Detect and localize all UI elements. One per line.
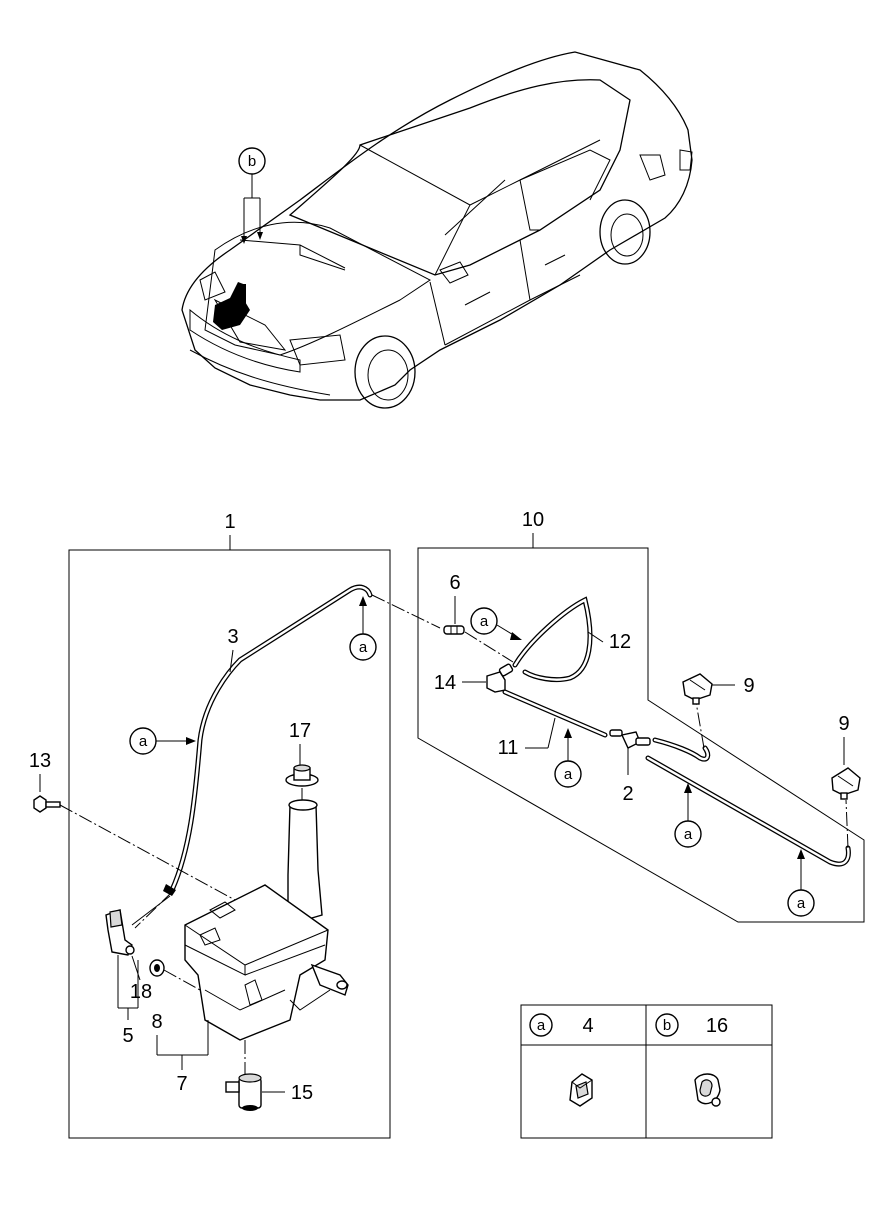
car-illustration: b bbox=[181, 51, 693, 409]
clip-legend-table: a 4 b 16 bbox=[520, 1004, 773, 1139]
clip-callout-letter: a bbox=[797, 895, 806, 912]
clip-4-icon bbox=[569, 1073, 593, 1107]
grommet-icon bbox=[149, 959, 165, 977]
label-part-2: 2 bbox=[622, 783, 633, 805]
level-sensor-icon bbox=[225, 1073, 262, 1111]
washer-motor-icon bbox=[105, 909, 135, 956]
label-part-18: 18 bbox=[130, 981, 152, 1003]
label-part-12: 12 bbox=[609, 631, 631, 653]
label-part-14: 14 bbox=[434, 672, 456, 694]
label-part-8: 8 bbox=[151, 1011, 162, 1033]
legend-letter-b: b bbox=[663, 1017, 671, 1034]
label-group-10: 10 bbox=[522, 509, 544, 531]
clip-callout-letter: a bbox=[359, 639, 368, 656]
legend-part-4: 4 bbox=[582, 1015, 593, 1037]
label-part-6: 6 bbox=[449, 572, 460, 594]
label-part-9-right: 9 bbox=[838, 713, 849, 735]
washer-nozzle-icon bbox=[682, 673, 713, 705]
label-part-7: 7 bbox=[176, 1073, 187, 1095]
label-group-1: 1 bbox=[224, 511, 235, 533]
joint-icon bbox=[609, 729, 651, 749]
washer-reservoir-icon bbox=[184, 799, 349, 1041]
car-callout-letter: b bbox=[248, 153, 256, 170]
connector-icon bbox=[443, 625, 465, 635]
clip-callout-letter: a bbox=[564, 766, 573, 783]
label-part-17: 17 bbox=[289, 720, 311, 742]
legend-part-16: 16 bbox=[706, 1015, 728, 1037]
legend-letter-a: a bbox=[537, 1017, 546, 1034]
label-part-3: 3 bbox=[227, 626, 238, 648]
hose-assembly-group: 10 bbox=[417, 509, 865, 923]
tank-assembly-group: 1 bbox=[68, 511, 391, 1139]
label-part-5: 5 bbox=[122, 1025, 133, 1047]
filler-cap-icon bbox=[285, 764, 319, 787]
washer-nozzle-icon bbox=[831, 767, 861, 800]
label-part-13: 13 bbox=[29, 750, 51, 772]
label-part-15: 15 bbox=[291, 1082, 313, 1104]
clip-callout-letter: a bbox=[480, 613, 489, 630]
elbow-connector-icon bbox=[486, 663, 514, 693]
bolt-icon bbox=[33, 795, 61, 813]
clip-callout-letter: a bbox=[139, 733, 148, 750]
label-part-9-left: 9 bbox=[743, 675, 754, 697]
clip-callout-letter: a bbox=[684, 826, 693, 843]
label-part-11: 11 bbox=[498, 737, 519, 759]
clip-16-icon bbox=[694, 1073, 721, 1107]
